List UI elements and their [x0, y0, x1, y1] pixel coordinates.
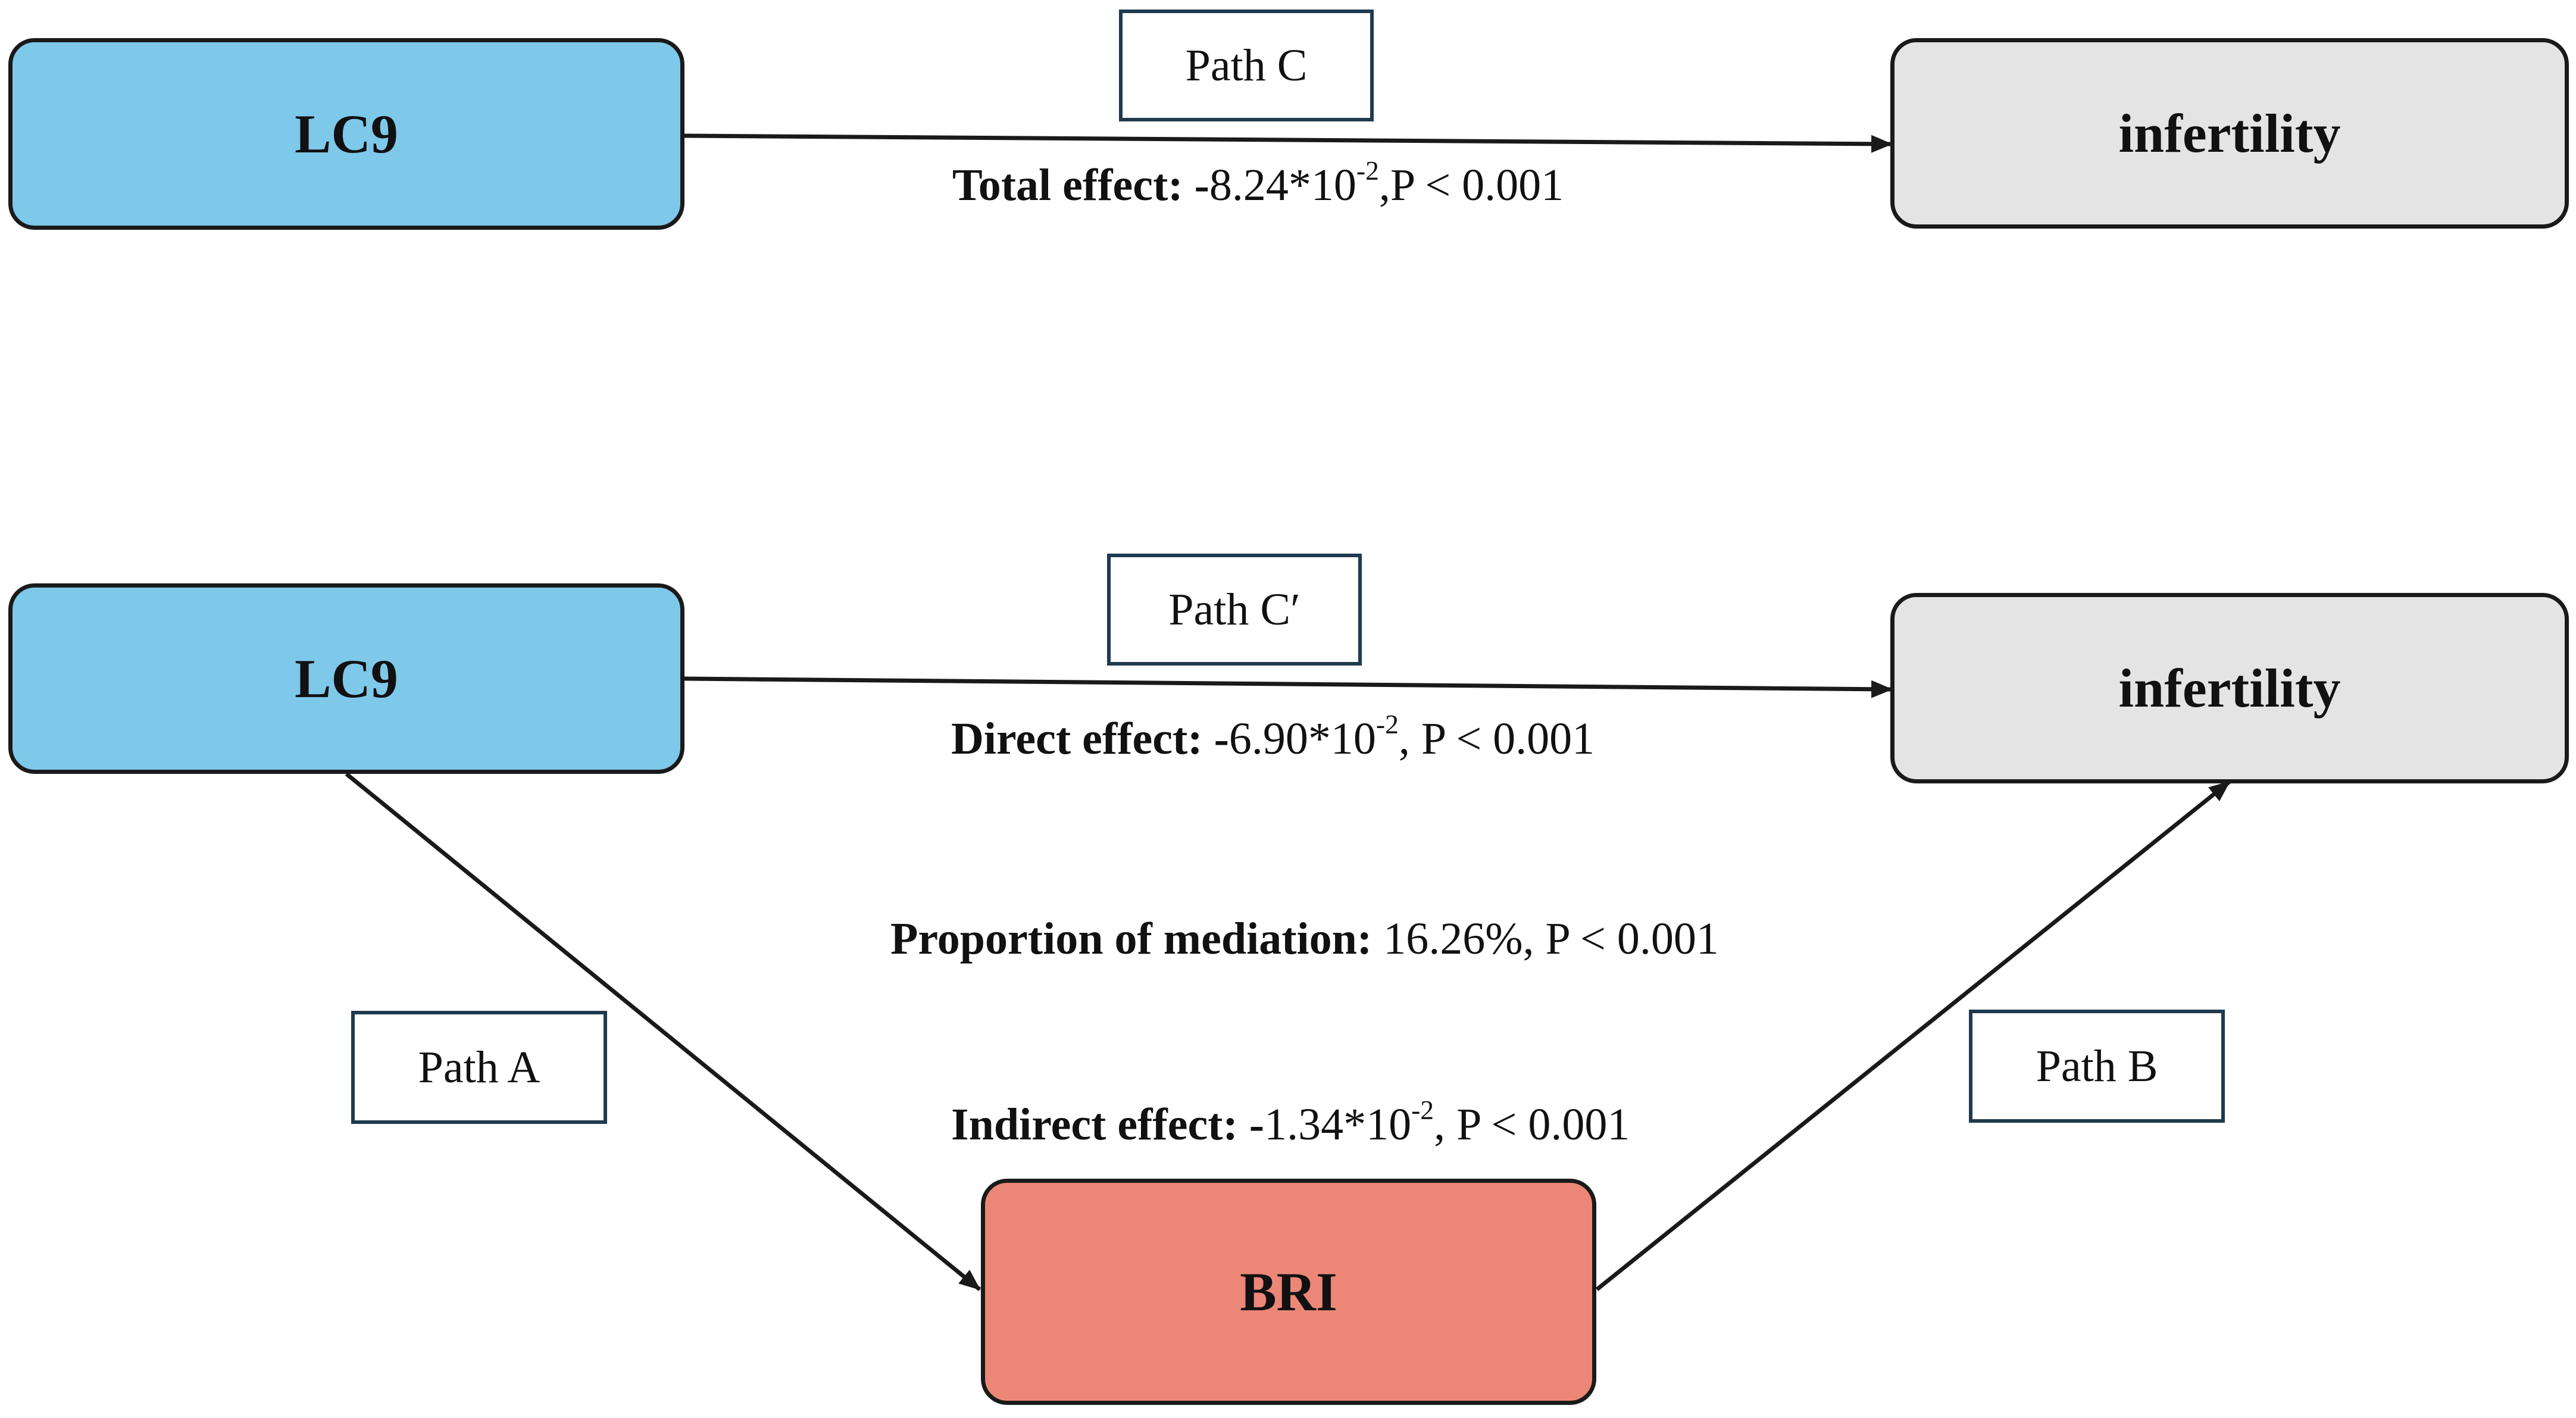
exposure-node-total: LC9 [8, 38, 684, 230]
exposure-label-mediation: LC9 [295, 648, 398, 709]
total-effect-name: Total effect: [952, 160, 1183, 210]
indirect-effect-text: Indirect effect: -1.34*10-2, P < 0.001 [951, 1097, 1630, 1151]
arrow-path-a [345, 772, 981, 1291]
outcome-node-total: infertility [1890, 38, 2569, 229]
indirect-effect-mantissa: 1.34*10 [1264, 1100, 1412, 1150]
indirect-effect-exponent: -2 [1411, 1094, 1434, 1125]
outcome-node-mediation: infertility [1890, 593, 2569, 783]
arrow-path-b [1595, 780, 2231, 1291]
total-effect-text: Total effect: -8.24*10-2,P < 0.001 [952, 157, 1564, 211]
path-b-label: Path B [1969, 1010, 2225, 1123]
arrow-path-c-prime [684, 676, 1893, 698]
exposure-label-total: LC9 [295, 104, 398, 164]
proportion-value: 16.26%, P < 0.001 [1372, 914, 1719, 964]
total-effect-exponent: -2 [1356, 155, 1379, 186]
path-c-label: Path C [1119, 10, 1374, 121]
arrow-path-c [684, 133, 1893, 153]
path-c-prime-text: Path C′ [1168, 584, 1300, 635]
direct-effect-exponent: -2 [1375, 708, 1399, 739]
proportion-mediation-text: Proportion of mediation: 16.26%, P < 0.0… [890, 913, 1719, 965]
path-a-label: Path A [351, 1011, 607, 1124]
direct-effect-text: Direct effect: -6.90*10-2, P < 0.001 [951, 711, 1595, 765]
direct-effect-sign: - [1214, 714, 1229, 764]
exposure-node-mediation: LC9 [8, 583, 684, 774]
total-effect-mantissa: 8.24*10 [1209, 160, 1356, 210]
path-b-text: Path B [2036, 1041, 2158, 1091]
indirect-effect-p: , P < 0.001 [1434, 1100, 1630, 1150]
path-a-text: Path A [418, 1042, 540, 1092]
outcome-label-mediation: infertility [2118, 658, 2341, 719]
path-c-prime-label: Path C′ [1107, 554, 1362, 666]
indirect-effect-name: Indirect effect: [951, 1100, 1238, 1150]
path-c-text: Path C [1185, 40, 1308, 90]
proportion-name: Proportion of mediation: [890, 914, 1373, 964]
direct-effect-mantissa: 6.90*10 [1228, 714, 1376, 764]
total-effect-sign: - [1194, 160, 1209, 210]
mediator-label: BRI [1240, 1261, 1337, 1322]
direct-effect-p: , P < 0.001 [1398, 714, 1595, 764]
total-effect-p: ,P < 0.001 [1378, 160, 1564, 210]
direct-effect-name: Direct effect: [951, 714, 1203, 764]
indirect-effect-sign: - [1249, 1100, 1265, 1150]
outcome-label-total: infertility [2118, 103, 2341, 164]
mediator-node: BRI [981, 1179, 1596, 1405]
